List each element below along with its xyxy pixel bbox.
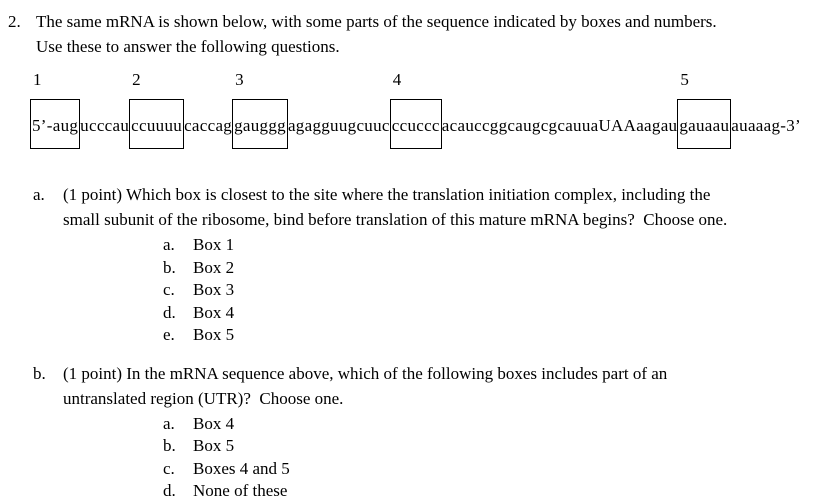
option-2b-box5: b. Box 5 xyxy=(163,435,813,458)
question-2b-prompt-line-1: (1 point) In the mRNA sequence above, wh… xyxy=(63,363,668,383)
option-letter: c. xyxy=(163,458,175,478)
option-2b-boxes-4-and-5: c. Boxes 4 and 5 xyxy=(163,458,813,481)
option-label: Box 4 xyxy=(193,413,235,433)
question-2a-prompt-line-1: (1 point) Which box is closest to the si… xyxy=(63,185,711,204)
question-number: 2. xyxy=(8,12,21,31)
option-2b-none-of-these: d. None of these xyxy=(163,480,813,501)
option-2a-box3: c. Box 3 xyxy=(163,279,813,302)
question-2-heading: 2. The same mRNA is shown below, with so… xyxy=(8,9,822,59)
question-prompt-line-2: Use these to answer the following questi… xyxy=(36,37,340,56)
option-letter: a. xyxy=(163,413,175,433)
box-2-number: 2 xyxy=(132,70,141,89)
question-2b-label: b. xyxy=(33,363,46,383)
question-2b-prompt-line-2: untranslated region (UTR)? Choose one. xyxy=(63,388,344,408)
sequence-segment: agagguugcuuc xyxy=(287,116,390,135)
sequence-segment: auaaag-3’ xyxy=(731,116,802,135)
box-3-number: 3 xyxy=(235,70,244,89)
sequence-segment-box-2: ccuuuu xyxy=(131,116,183,135)
option-letter: b. xyxy=(163,257,176,277)
question-2a-options: a. Box 1 b. Box 2 c. Box 3 d. Box 4 e. xyxy=(163,234,813,347)
sequence-box-4: 4 ccuccc xyxy=(389,70,442,149)
box-5-number: 5 xyxy=(680,70,689,89)
option-letter: a. xyxy=(163,235,175,254)
option-label: Box 5 xyxy=(193,436,235,455)
question-prompt: The same mRNA is shown below, with some … xyxy=(36,9,822,59)
question-2b: b. (1 point) In the mRNA sequence above,… xyxy=(33,361,822,501)
question-prompt-line-1: The same mRNA is shown below, with some … xyxy=(36,12,717,31)
option-label: Box 2 xyxy=(193,257,235,277)
option-2b-box4: a. Box 4 xyxy=(163,413,813,436)
question-2a-label: a. xyxy=(33,185,45,204)
sequence-segment-box-1: 5’-aug xyxy=(32,116,79,135)
sequence-segment-box-3: gauggg xyxy=(234,116,286,135)
sequence-box-1: 1 5’-aug xyxy=(30,70,81,149)
option-2a-box5: e. Box 5 xyxy=(163,324,813,347)
option-label: Box 3 xyxy=(193,280,235,299)
option-letter: c. xyxy=(163,280,175,299)
sequence-box-5: 5 gauaau xyxy=(677,70,732,149)
option-letter: e. xyxy=(163,325,175,344)
sequence-segment: acauccggcaugcgcauuaUAAaagau xyxy=(441,116,678,135)
option-label: Boxes 4 and 5 xyxy=(193,458,290,478)
option-2a-box1: a. Box 1 xyxy=(163,234,813,257)
option-letter: d. xyxy=(163,302,176,322)
sequence-segment: ucccau xyxy=(80,116,130,135)
option-2a-box4: d. Box 4 xyxy=(163,302,813,325)
option-letter: b. xyxy=(163,436,176,455)
sequence-box-3: 3 gauggg xyxy=(232,70,288,149)
question-2a: a. (1 point) Which box is closest to the… xyxy=(33,182,822,347)
option-letter: d. xyxy=(163,481,176,500)
question-2a-prompt-line-2: small subunit of the ribosome, bind befo… xyxy=(63,210,728,229)
sequence-segment-box-4: ccuccc xyxy=(391,116,440,135)
sequence-box-2: 2 ccuuuu xyxy=(129,70,185,149)
box-1-number: 1 xyxy=(33,70,42,89)
option-label: Box 5 xyxy=(193,325,235,344)
question-2b-options: a. Box 4 b. Box 5 c. Boxes 4 and 5 d. No… xyxy=(163,413,813,501)
sequence-segment-box-5: gauaau xyxy=(679,116,730,135)
option-label: Box 1 xyxy=(193,235,235,254)
option-2a-box2: b. Box 2 xyxy=(163,257,813,280)
option-label: None of these xyxy=(193,481,288,500)
sequence-segment: caccag xyxy=(184,116,233,135)
box-4-number: 4 xyxy=(392,70,402,89)
option-label: Box 4 xyxy=(193,302,235,322)
